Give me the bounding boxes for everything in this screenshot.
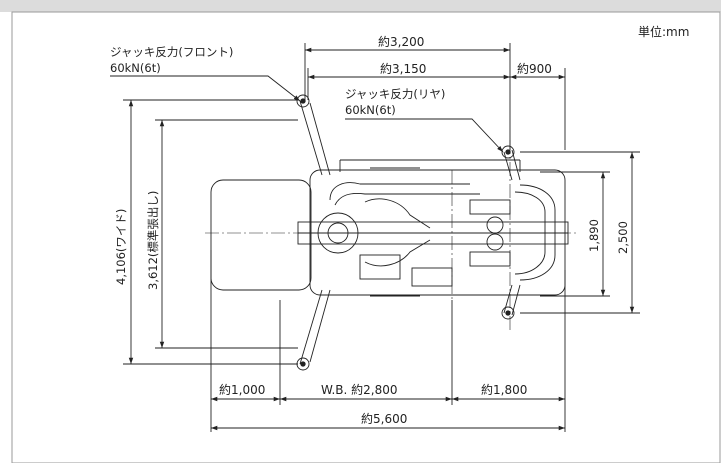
dim-bottom-wheelbase: W.B. 約2,800 — [321, 382, 398, 397]
front-jack-leader — [110, 75, 301, 102]
dim-top-inner: 約3,150 — [380, 61, 426, 76]
dim-right-outer: 2,500 — [616, 221, 630, 254]
dim-top-right: 約900 — [517, 61, 552, 76]
front-left-outrigger — [299, 100, 323, 176]
rear-jack-title: ジャッキ反力(リヤ) — [345, 87, 445, 101]
front-jack-value: 60kN(6t) — [110, 61, 161, 75]
rear-jack-pad-bottom — [501, 306, 515, 320]
chassis-outline — [309, 169, 566, 296]
cab-outline — [210, 179, 312, 291]
crane-vehicle — [205, 94, 578, 371]
rear-jack-value: 60kN(6t) — [345, 103, 396, 117]
slewing-circle — [317, 212, 359, 254]
dim-bottom-overall: 約5,600 — [361, 411, 407, 426]
rear-jack-pad-top — [501, 145, 515, 159]
top-band — [0, 0, 721, 12]
rear-jack-leader — [345, 118, 504, 153]
dim-left-inner: 3,612(標準張出し) — [146, 191, 160, 290]
front-jack-title: ジャッキ反力(フロント) — [110, 45, 233, 59]
front-right-outrigger — [299, 289, 323, 365]
dim-bottom-left: 約1,000 — [219, 382, 265, 397]
dim-right-inner: 1,890 — [587, 219, 601, 252]
unit-label: 単位:mm — [638, 24, 689, 39]
dim-left-outer: 4,106(ワイド) — [114, 209, 128, 285]
rear-left-outrigger — [503, 151, 513, 181]
front-jack-pad-top — [296, 94, 310, 108]
rear-right-outrigger — [503, 284, 513, 314]
dim-top-overall: 約3,200 — [378, 34, 424, 49]
dim-bottom-right: 約1,800 — [481, 382, 527, 397]
front-jack-pad-bottom — [296, 357, 310, 371]
